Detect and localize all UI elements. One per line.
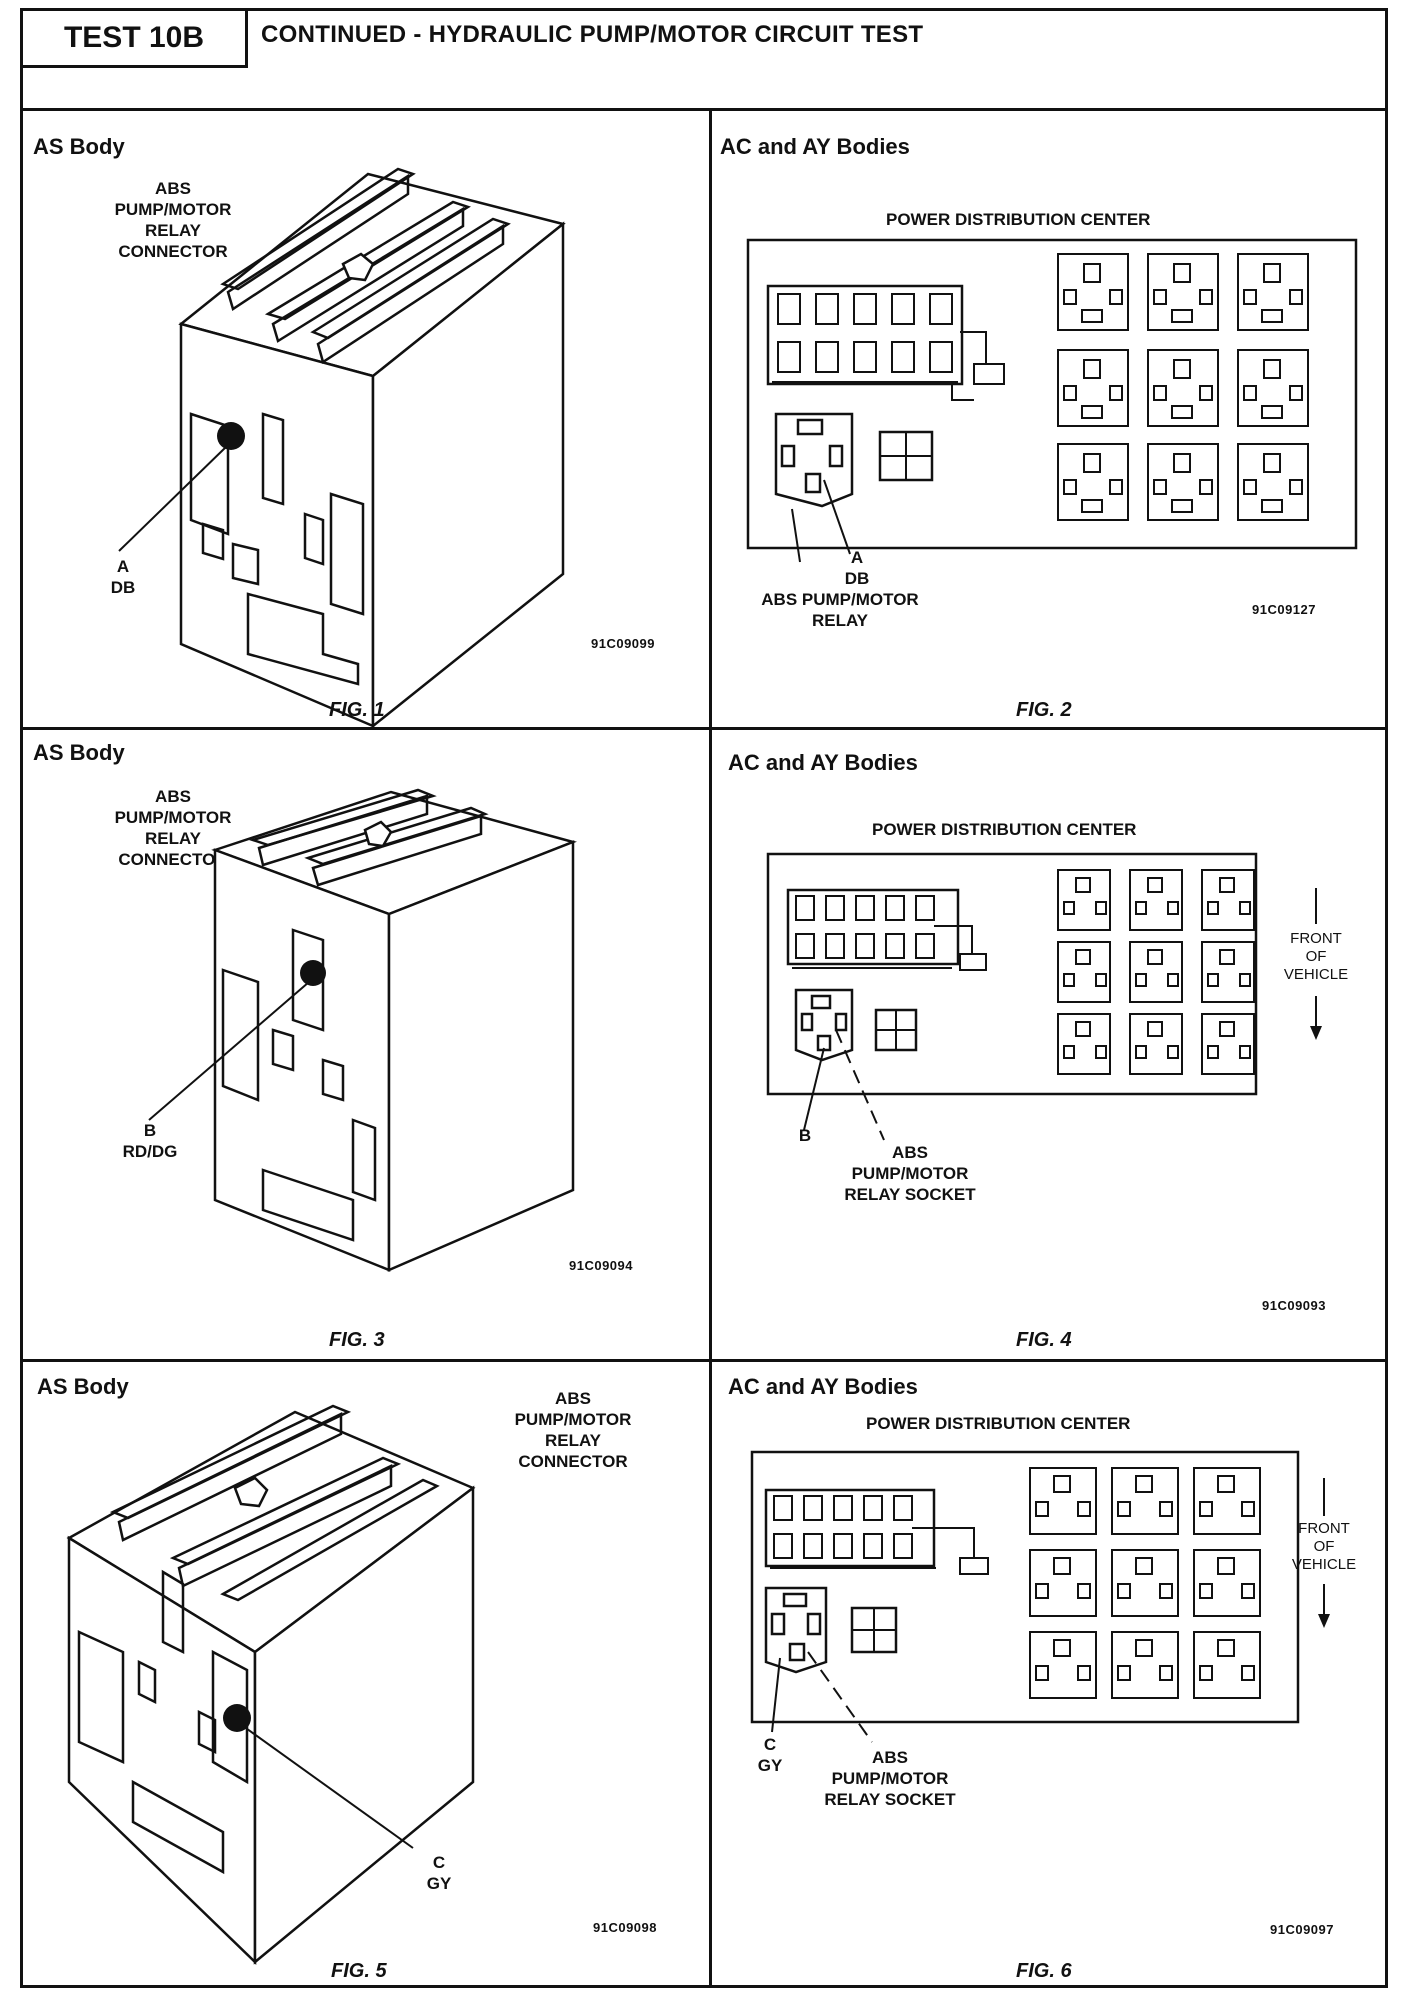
figure-caption: FIG. 3	[329, 1329, 385, 1351]
pin-label: B	[798, 1126, 812, 1145]
panel-fig-1: AS Body ABS PUMP/MOTOR RELAY CONNECTOR	[23, 114, 709, 729]
figure-caption: FIG. 5	[331, 1960, 387, 1982]
page-title: CONTINUED - HYDRAULIC PUMP/MOTOR CIRCUIT…	[261, 21, 924, 48]
figure-caption: FIG. 6	[1016, 1960, 1072, 1982]
pdc-drawing	[766, 852, 1322, 1141]
page-frame: TEST 10B CONTINUED - HYDRAULIC PUMP/MOTO…	[20, 8, 1388, 1988]
connector-callout: ABS PUMP/MOTOR RELAY CONNECTOR	[114, 179, 232, 261]
figure-caption: FIG. 1	[329, 699, 385, 721]
panel-fig-5: AS Body ABS PUMP/MOTOR RELAY CONNECTOR	[23, 1362, 709, 1988]
pdc-title: POWER DISTRIBUTION CENTER	[886, 210, 1151, 229]
panel-label: AS Body	[37, 1374, 129, 1399]
panel-fig-2: AC and AY Bodies POWER DISTRIBUTION CENT…	[712, 114, 1388, 727]
pdc-drawing	[750, 1450, 1330, 1743]
panel-fig-4: AC and AY Bodies POWER DISTRIBUTION CENT…	[712, 730, 1388, 1359]
connector-callout: ABS PUMP/MOTOR RELAY CONNECTOR	[114, 787, 232, 869]
relay-label: ABS PUMP/MOTOR RELAY	[761, 590, 919, 630]
figure-caption: FIG. 2	[1016, 699, 1072, 721]
connector-drawing	[148, 788, 577, 1272]
figure-code: 91C09099	[591, 636, 655, 651]
front-of-vehicle-label: FRONT OF VEHICLE	[1291, 1520, 1357, 1573]
pdc-title: POWER DISTRIBUTION CENTER	[872, 820, 1137, 839]
header: TEST 10B CONTINUED - HYDRAULIC PUMP/MOTO…	[23, 11, 1385, 111]
pin-label: A DB	[844, 548, 870, 588]
front-of-vehicle-label: FRONT OF VEHICLE	[1283, 930, 1349, 983]
relay-label: ABS PUMP/MOTOR RELAY SOCKET	[844, 1143, 976, 1204]
panel-label: AC and AY Bodies	[720, 134, 910, 159]
pin-label: A DB	[110, 557, 136, 597]
pdc-drawing	[746, 238, 1358, 563]
row-divider-1	[23, 727, 1385, 730]
connector-drawing	[66, 1404, 476, 1965]
figure-code: 91C09098	[593, 1920, 657, 1935]
panel-label: AS Body	[33, 740, 125, 765]
pin-label: C GY	[757, 1735, 783, 1775]
row-divider-2	[23, 1359, 1385, 1362]
figure-code: 91C09127	[1252, 602, 1316, 617]
figure-caption: FIG. 4	[1016, 1329, 1072, 1351]
panel-label: AC and AY Bodies	[728, 1374, 918, 1399]
column-divider	[709, 111, 712, 1988]
relay-label: ABS PUMP/MOTOR RELAY SOCKET	[824, 1748, 956, 1809]
figure-code: 91C09093	[1262, 1298, 1326, 1313]
panel-fig-6: AC and AY Bodies POWER DISTRIBUTION CENT…	[712, 1362, 1388, 1988]
panel-label: AC and AY Bodies	[728, 750, 918, 775]
figure-code: 91C09097	[1270, 1922, 1334, 1937]
figure-code: 91C09094	[569, 1258, 633, 1273]
pin-label: B RD/DG	[122, 1121, 178, 1161]
panel-fig-3: AS Body ABS PUMP/MOTOR RELAY CONNECTOR	[23, 730, 709, 1359]
test-id: TEST 10B	[23, 11, 248, 68]
connector-drawing	[118, 167, 566, 729]
connector-callout: ABS PUMP/MOTOR RELAY CONNECTOR	[514, 1389, 632, 1471]
panel-label: AS Body	[33, 134, 125, 159]
pin-label: C GY	[426, 1853, 452, 1893]
pdc-title: POWER DISTRIBUTION CENTER	[866, 1414, 1131, 1433]
